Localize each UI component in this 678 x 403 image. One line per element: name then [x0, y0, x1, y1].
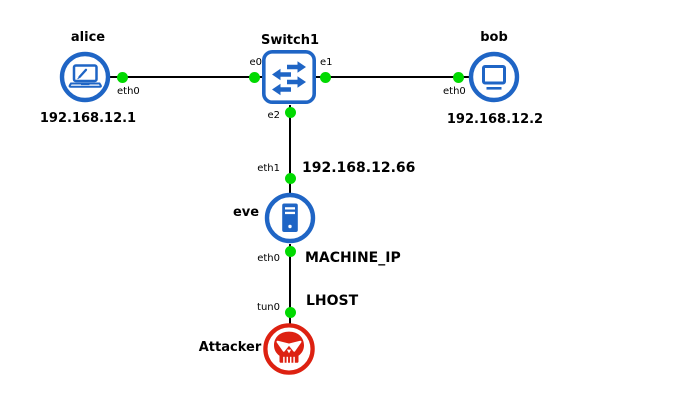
annotation-eve-lan-ip: 192.168.12.66	[302, 160, 416, 176]
annotation-lhost: LHOST	[306, 293, 359, 309]
node-alice[interactable]	[59, 51, 111, 103]
link-switch1-bob[interactable]	[316, 76, 469, 78]
port-dot-switch1-e2	[284, 106, 296, 118]
attacker-skull-icon	[263, 323, 315, 375]
port-dot-switch1-e0	[248, 71, 260, 83]
port-dot-eve-eth1	[284, 172, 296, 184]
link-alice-switch1[interactable]	[110, 76, 264, 78]
node-label-switch1: Switch1	[260, 33, 320, 48]
node-label-attacker: Attacker	[198, 340, 262, 355]
node-attacker[interactable]	[262, 322, 316, 376]
port-dot-switch1-e1	[319, 71, 331, 83]
monitor-icon	[468, 51, 520, 103]
port-dot-bob-eth0	[452, 71, 464, 83]
port-label-eve-eth1: eth1	[257, 163, 280, 174]
port-label-eve-eth0: eth0	[257, 253, 280, 264]
port-label-attacker-tun0: tun0	[257, 302, 280, 313]
port-label-switch1-e2: e2	[267, 110, 280, 121]
port-label-switch1-e0: e0	[249, 57, 262, 68]
port-label-bob-eth0: eth0	[443, 86, 466, 97]
port-dot-alice-eth0	[116, 71, 128, 83]
ethernet-switch-icon	[262, 50, 316, 104]
node-eve[interactable]	[264, 192, 316, 244]
node-label-eve: eve	[232, 205, 260, 220]
node-switch1[interactable]	[262, 50, 316, 104]
ip-label-bob: 192.168.12.2	[446, 112, 544, 127]
laptop-icon	[59, 51, 111, 103]
node-label-bob: bob	[480, 30, 508, 45]
port-dot-eve-eth0	[284, 245, 296, 257]
node-label-alice: alice	[70, 30, 106, 45]
link-switch1-eve[interactable]	[289, 105, 291, 193]
port-label-switch1-e1: e1	[320, 57, 333, 68]
port-label-alice-eth0: eth0	[117, 86, 140, 97]
annotation-machine-ip: MACHINE_IP	[305, 250, 401, 266]
server-tower-icon	[264, 192, 316, 244]
ip-label-alice: 192.168.12.1	[39, 111, 137, 126]
port-dot-attacker-tun0	[284, 306, 296, 318]
node-bob[interactable]	[468, 51, 520, 103]
link-eve-attacker[interactable]	[289, 244, 291, 324]
